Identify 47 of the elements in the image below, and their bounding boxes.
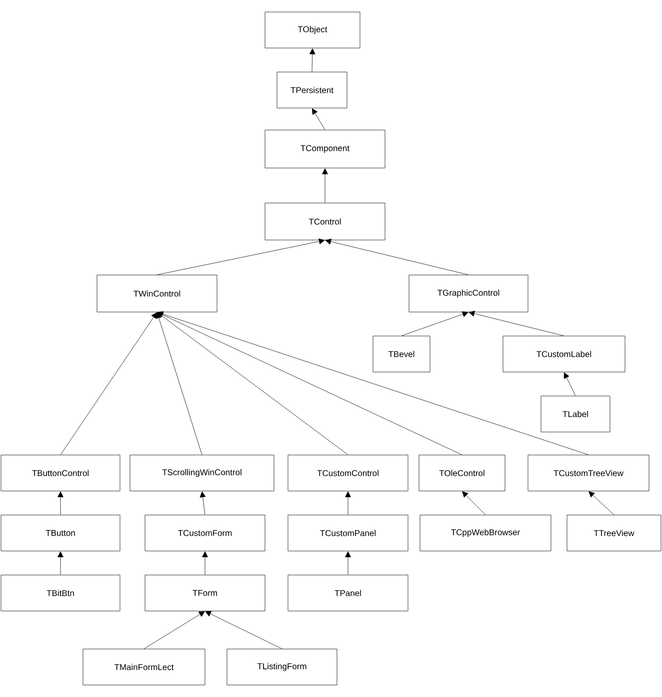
class-box: TMainFormLect — [82, 648, 206, 686]
arrow — [462, 491, 486, 515]
class-box: TScrollingWinControl — [130, 454, 274, 492]
arrow — [325, 238, 469, 275]
arrow — [157, 311, 589, 455]
class-box: TTreeView — [566, 514, 662, 552]
arrow — [200, 491, 206, 515]
class-box: TCustomControl — [288, 454, 408, 492]
arrow — [156, 312, 202, 455]
class-box: TCustomTreeView — [528, 454, 650, 492]
class-box: TOleControl — [418, 454, 506, 492]
arrow — [58, 551, 64, 575]
arrow — [401, 311, 468, 336]
class-box: TButtonControl — [0, 454, 120, 492]
arrow — [345, 551, 351, 575]
arrow — [312, 108, 326, 130]
class-box: TControl — [264, 202, 386, 240]
class-box: TLabel — [540, 396, 610, 432]
class-box: TCustomPanel — [288, 514, 408, 552]
arrow — [322, 168, 328, 203]
arrow — [588, 491, 614, 515]
class-box: TPanel — [288, 574, 408, 612]
class-box: TListingForm — [226, 648, 338, 686]
class-box: TButton — [0, 514, 120, 552]
arrow — [468, 310, 564, 336]
arrow — [157, 312, 462, 455]
class-box: TBevel — [372, 336, 430, 372]
arrow — [58, 491, 64, 515]
arrow — [144, 611, 205, 649]
class-box: TForm — [144, 574, 266, 612]
arrow — [205, 611, 282, 649]
arrow — [309, 48, 316, 72]
class-box: TPersistent — [276, 72, 348, 108]
arrow — [156, 238, 325, 275]
arrow — [157, 312, 348, 455]
arrow — [345, 491, 351, 515]
arrow — [202, 551, 208, 575]
class-box: TWinControl — [96, 274, 218, 312]
arrow — [564, 372, 576, 396]
class-box: TComponent — [264, 130, 386, 168]
class-box: TCustomForm — [144, 514, 266, 552]
class-box: TGraphicControl — [408, 274, 528, 312]
class-box: TObject — [264, 12, 360, 48]
arrow — [60, 312, 157, 455]
class-box: TBitBtn — [0, 574, 120, 612]
class-box: TCppWebBrowser — [420, 514, 552, 552]
class-box: TCustomLabel — [502, 336, 626, 372]
